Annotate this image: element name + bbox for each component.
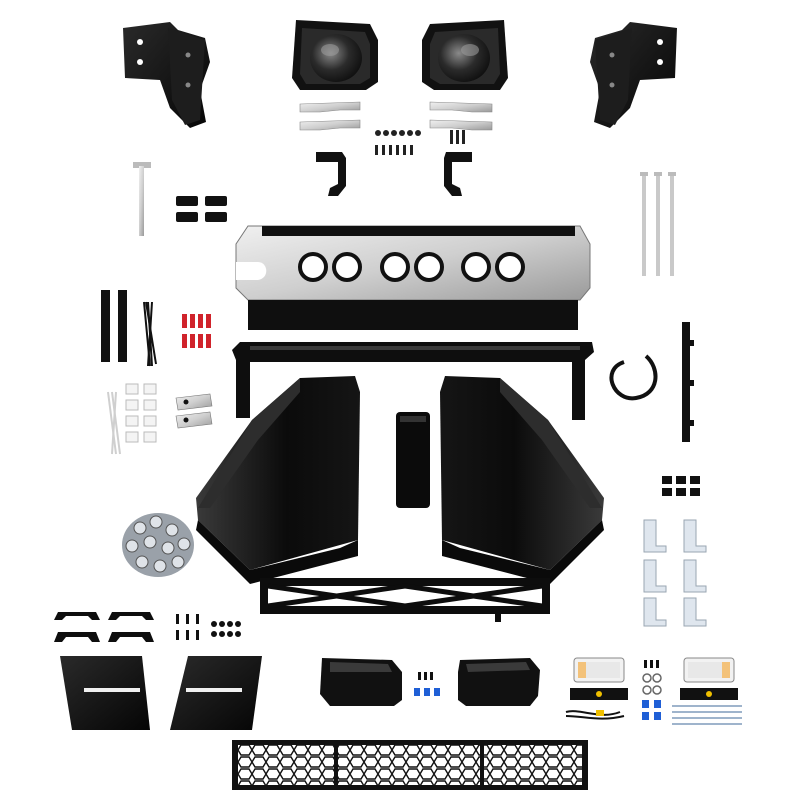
hinge-plates <box>175 393 213 429</box>
bolt-pile <box>122 513 194 577</box>
long-bolt-left <box>133 162 151 236</box>
bottom-left-hardware <box>176 614 241 640</box>
skid-plate <box>235 225 591 330</box>
zip-ties-right <box>672 705 742 725</box>
clip-nuts <box>176 196 227 222</box>
housing-hardware <box>375 130 465 155</box>
side-wing-left <box>196 376 360 584</box>
mounting-straps <box>299 101 493 131</box>
corner-plates <box>60 656 262 730</box>
center-hardware <box>414 672 440 696</box>
white-clips <box>125 383 157 443</box>
center-filler <box>396 412 430 508</box>
vertical-brackets-left <box>101 290 127 362</box>
wiring-harness <box>565 710 625 720</box>
crossbar <box>232 342 594 420</box>
led-hardware <box>642 660 662 720</box>
light-bracket-left <box>123 22 210 128</box>
side-wing-right <box>440 376 604 584</box>
hose-coil <box>609 354 658 401</box>
lower-support-bar <box>260 578 550 622</box>
fog-light-housing-right <box>422 20 508 90</box>
led-marker-lights <box>570 657 738 700</box>
corner-cap-left <box>320 658 402 706</box>
black-nuts <box>662 476 700 496</box>
white-ties <box>107 391 121 455</box>
light-bracket-right <box>590 22 677 128</box>
vertical-bracket-right <box>682 322 694 442</box>
red-caps <box>182 314 211 348</box>
skid-plate-holes <box>298 252 525 282</box>
fog-light-housing-left <box>292 20 378 90</box>
j-hooks <box>316 152 472 196</box>
long-bolts-right <box>640 172 676 276</box>
zinc-brackets <box>643 519 707 627</box>
corner-cap-right <box>458 658 540 706</box>
mesh-grille <box>232 740 588 790</box>
rubber-bumpers <box>54 612 154 642</box>
cable-ties <box>143 301 157 367</box>
